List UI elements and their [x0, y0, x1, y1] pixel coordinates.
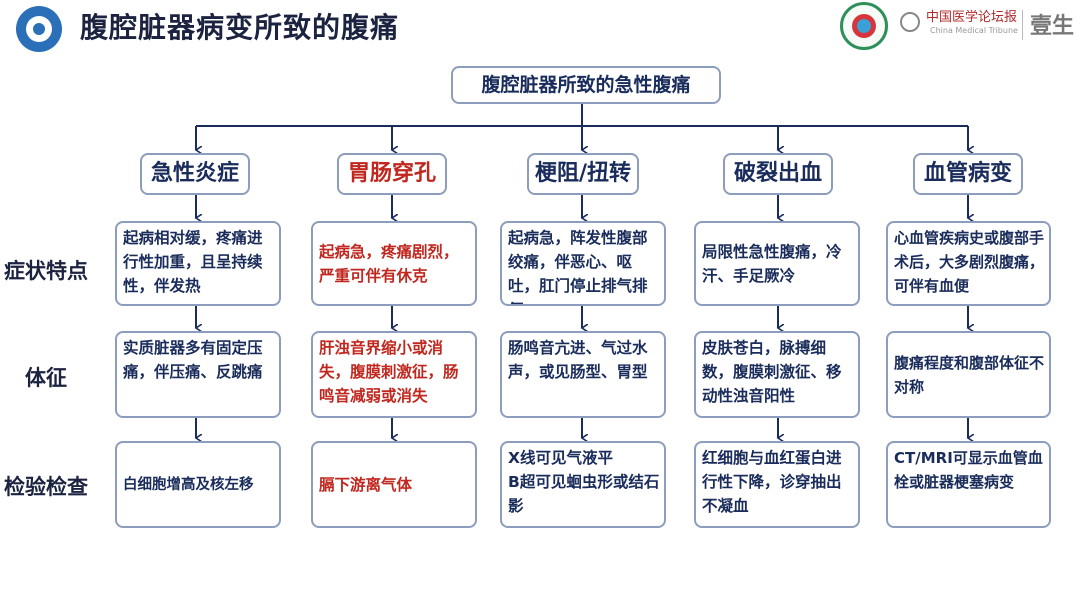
cell-tests-rupture: 红细胞与血红蛋白进行性下降，诊穿抽出不凝血 — [694, 441, 860, 528]
cell-signs-obstruction: 肠鸣音亢进、气过水声，或见肠型、胃型 — [500, 331, 666, 418]
category-obstruction: 梗阻/扭转 — [527, 153, 639, 195]
cell-tests-vascular: CT/MRI可显示血管血栓或脏器梗塞病变 — [886, 441, 1051, 528]
category-perforation: 胃肠穿孔 — [337, 153, 447, 195]
brand-tail: 壹生 — [1030, 14, 1075, 39]
cell-tests-inflammation: 白细胞增高及核左移 — [115, 441, 281, 528]
category-rupture-bleeding: 破裂出血 — [723, 153, 833, 195]
cell-text: 局限性急性腹痛，冷汗、手足厥冷 — [702, 242, 842, 285]
cell-symptoms-obstruction: 起病急，阵发性腹部绞痛，伴恶心、呕吐，肛门停止排气排便 — [500, 221, 666, 306]
row-label-signs: 体征 — [25, 366, 67, 390]
brand-area: 中国医学论坛报 China Medical Tribune 壹生 — [840, 2, 1080, 50]
cell-text: 起病急，疼痛剧烈，严重可伴有休克 — [319, 242, 459, 285]
row-label-symptoms: 症状特点 — [4, 259, 88, 283]
brand-seal-icon — [840, 2, 888, 50]
brand-name: 中国医学论坛报 — [926, 10, 1018, 25]
logo-icon — [16, 6, 62, 52]
category-vascular: 血管病变 — [913, 153, 1023, 195]
cell-text: 腹痛程度和腹部体征不对称 — [894, 353, 1045, 396]
cell-symptoms-vascular: 心血管疾病史或腹部手术后，大多剧烈腹痛，可伴有血便 — [886, 221, 1051, 306]
cell-symptoms-inflammation: 起病相对缓，疼痛进行性加重，且呈持续性，伴发热 — [115, 221, 281, 306]
page-title: 腹腔脏器病变所致的腹痛 — [80, 11, 400, 44]
cell-signs-inflammation: 实质脏器多有固定压痛，伴压痛、反跳痛 — [115, 331, 281, 418]
cell-tests-perforation: 膈下游离气体 — [311, 441, 477, 528]
brand-name-en: China Medical Tribune — [930, 26, 1018, 35]
cell-symptoms-rupture: 局限性急性腹痛，冷汗、手足厥冷 — [694, 221, 860, 306]
cell-symptoms-perforation: 起病急，疼痛剧烈，严重可伴有休克 — [311, 221, 477, 306]
brand-divider — [1022, 10, 1023, 40]
cell-signs-perforation: 肝浊音界缩小或消失，腹膜刺激征，肠鸣音减弱或消失 — [311, 331, 477, 418]
cell-signs-vascular: 腹痛程度和腹部体征不对称 — [886, 331, 1051, 418]
cell-signs-rupture: 皮肤苍白，脉搏细数，腹膜刺激征、移动性浊音阳性 — [694, 331, 860, 418]
root-node: 腹腔脏器所致的急性腹痛 — [451, 66, 721, 104]
cell-text: 膈下游离气体 — [319, 475, 413, 494]
category-inflammation: 急性炎症 — [140, 153, 250, 195]
row-label-tests: 检验检查 — [4, 475, 88, 499]
cell-text: 白细胞增高及核左移 — [123, 476, 254, 493]
cell-tests-obstruction: X线可见气液平 B超可见蛔虫形或结石影 — [500, 441, 666, 528]
brand-mark-icon — [900, 12, 920, 32]
